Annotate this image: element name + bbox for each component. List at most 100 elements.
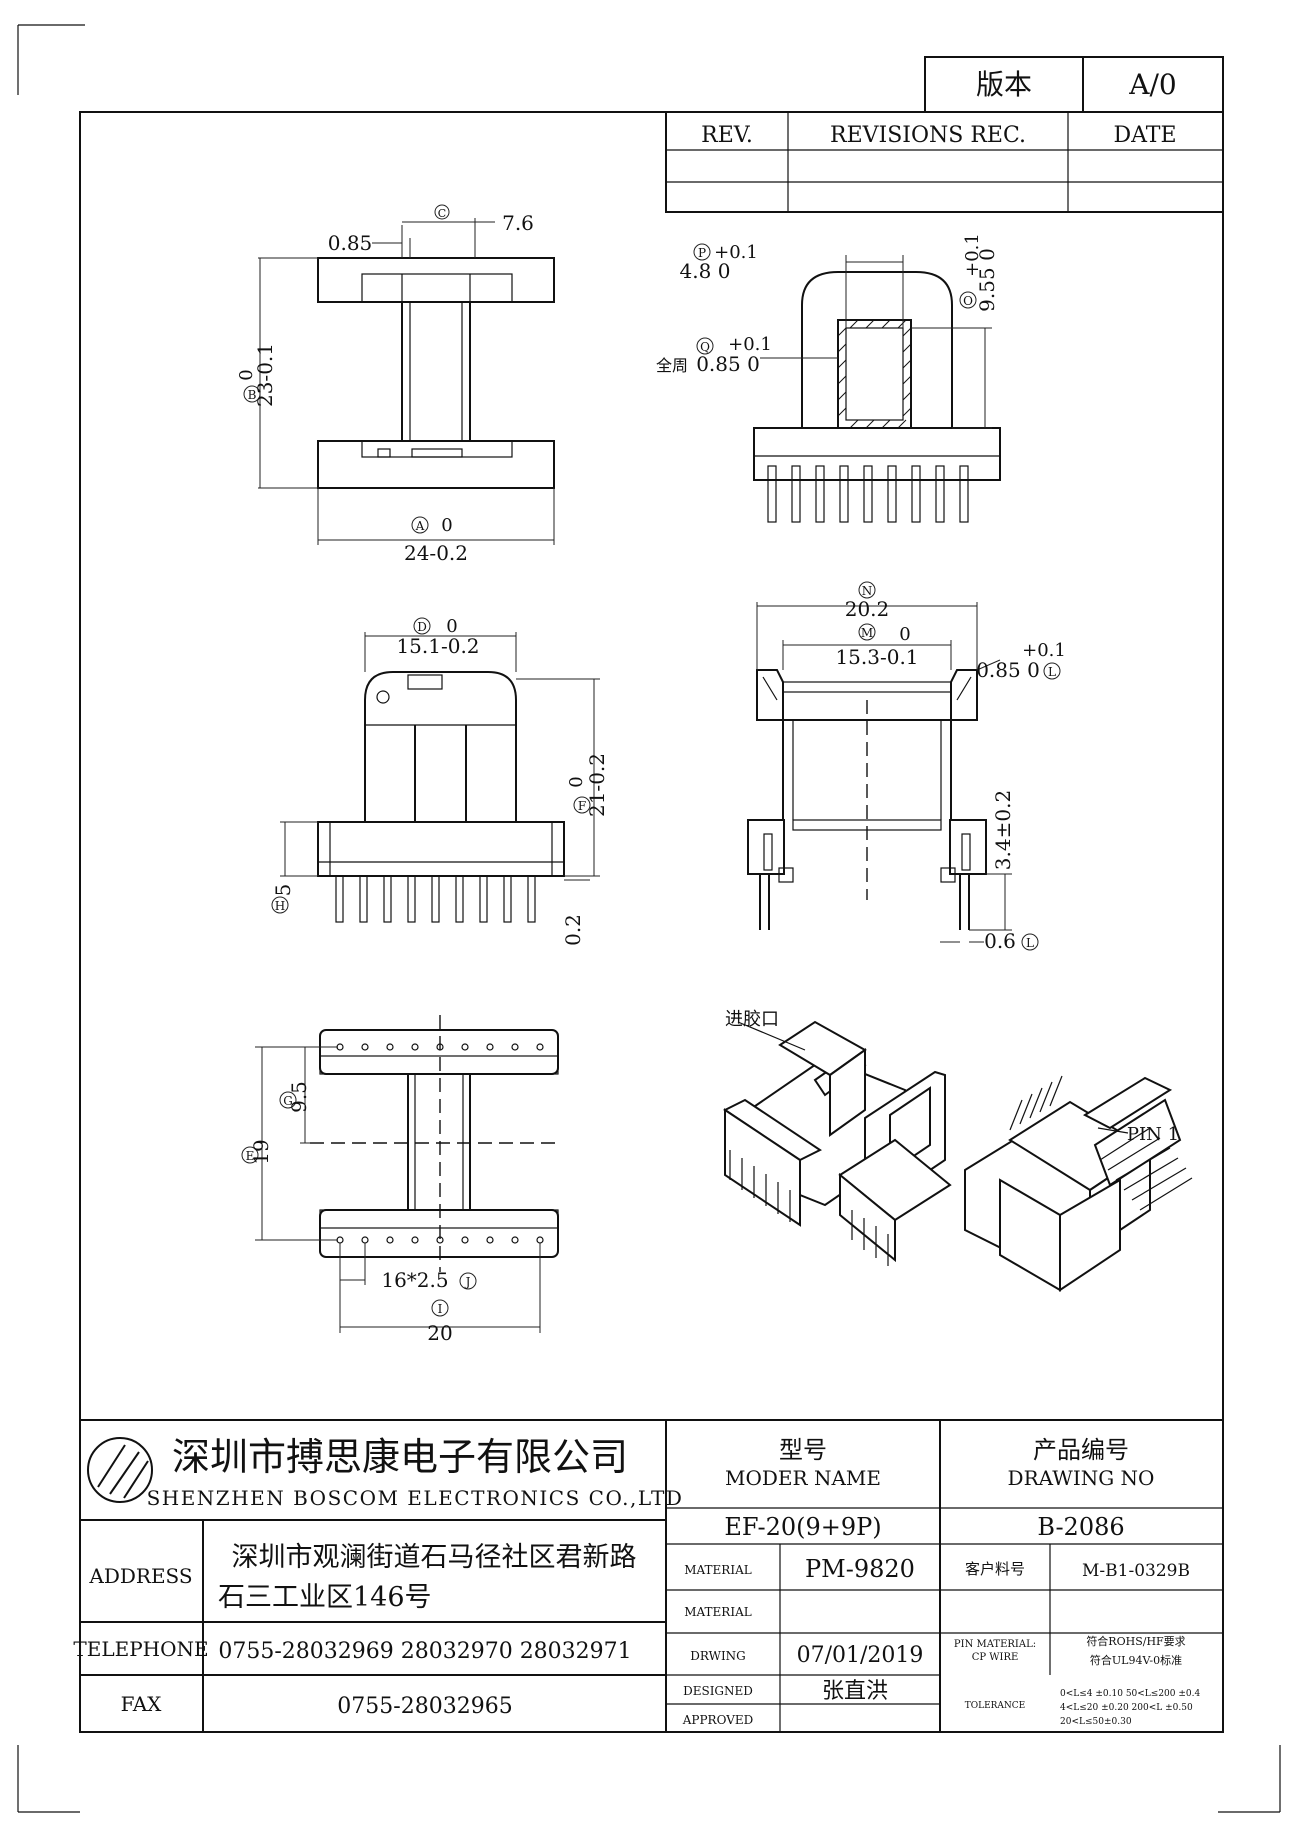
company-name-cn: 深圳市搏思康电子有限公司 bbox=[172, 1435, 628, 1479]
dim-i-symbol: I bbox=[438, 1302, 443, 1316]
dim-n-symbol: N bbox=[862, 584, 873, 598]
top-view: C 7.6 0.85 B 0 23-0.1 A 0 24-0.2 bbox=[236, 204, 555, 565]
drawing-value: B-2086 bbox=[1037, 1513, 1124, 1541]
dim-06: 0.6 bbox=[984, 929, 1016, 953]
fax-value: 0755-28032965 bbox=[337, 1694, 512, 1719]
dim-b-value: 23-0.1 bbox=[253, 343, 277, 407]
material2-label: MATERIAL bbox=[684, 1605, 752, 1619]
tolerance-3: 20<L≤50±0.30 bbox=[1060, 1717, 1132, 1727]
dim-e-symbol: E bbox=[246, 1149, 255, 1163]
dim-c-symbol: C bbox=[438, 207, 446, 220]
dim-o-symbol: O bbox=[963, 294, 973, 308]
company-name-en: SHENZHEN BOSCOM ELECTRONICS CO.,LTD bbox=[147, 1486, 684, 1510]
dim-q-symbol: Q bbox=[700, 340, 710, 354]
dim-l-symbol: L bbox=[1048, 665, 1056, 679]
revisions-table: REV. REVISIONS REC. DATE bbox=[665, 111, 1224, 213]
dim-q-value: 0.85 0 bbox=[696, 352, 760, 376]
rev-header: REV. bbox=[701, 123, 753, 148]
drwing-label: DRWING bbox=[690, 1649, 746, 1663]
address-label: ADDRESS bbox=[88, 1564, 192, 1588]
dim-06-symbol: L bbox=[1026, 936, 1034, 950]
iso-pins-right bbox=[1009, 1075, 1193, 1211]
designed-label: DESIGNED bbox=[683, 1684, 753, 1698]
window-hatch bbox=[837, 319, 912, 429]
dim-f-tol: 0 bbox=[566, 776, 587, 787]
iso-pins-left bbox=[729, 1150, 889, 1266]
dim-o-value: 9.55 0 bbox=[975, 248, 999, 312]
model-en: MODER NAME bbox=[725, 1466, 881, 1490]
front-view: D 0 15.1-0.2 F 0 21-0.2 H 5 0.2 bbox=[271, 616, 609, 946]
dim-d-value: 15.1-0.2 bbox=[396, 634, 479, 658]
dim-f-value: 21-0.2 bbox=[585, 753, 609, 817]
dim-02: 0.2 bbox=[561, 914, 585, 946]
dim-b-tol: 0 bbox=[236, 369, 257, 380]
pins-front bbox=[335, 875, 536, 923]
pin-holes-top bbox=[336, 1043, 544, 1051]
pin-material-value-2: 符合UL94V-0标准 bbox=[1090, 1653, 1182, 1667]
telephone-value: 0755-28032969 28032970 28032971 bbox=[218, 1639, 631, 1664]
dim-n-value: 20.2 bbox=[845, 597, 890, 621]
company-logo bbox=[87, 1437, 153, 1503]
isometric-view-right: PIN 1 bbox=[964, 1075, 1193, 1292]
dim-p-tol: +0.1 bbox=[714, 242, 758, 263]
dim-o-tol: +0.1 bbox=[962, 233, 983, 277]
dim-l-tol: +0.1 bbox=[1022, 640, 1066, 661]
drawing-cn: 产品编号 bbox=[1033, 1436, 1129, 1464]
dim-e-value: 19 bbox=[249, 1139, 273, 1164]
dim-pitch: 16*2.5 bbox=[381, 1268, 448, 1292]
bottom-view: G 9.5 E 19 16*2.5 J I 20 bbox=[241, 1015, 560, 1345]
drwing-value: 07/01/2019 bbox=[797, 1643, 924, 1668]
dim-l-value: 0.85 0 bbox=[976, 658, 1040, 682]
customer-label: 客户料号 bbox=[965, 1560, 1025, 1578]
corner-marks bbox=[17, 24, 1281, 1813]
dim-b-symbol: B bbox=[248, 388, 257, 402]
dim-d-tol: 0 bbox=[446, 616, 457, 637]
date-header: DATE bbox=[1113, 123, 1176, 148]
dim-f-symbol: F bbox=[578, 799, 586, 813]
designed-value: 张直洪 bbox=[822, 1679, 888, 1704]
title-block: 深圳市搏思康电子有限公司 SHENZHEN BOSCOM ELECTRONICS… bbox=[73, 1419, 1223, 1732]
dim-34: 3.4±0.2 bbox=[991, 790, 1015, 870]
drawing-en: DRAWING NO bbox=[1008, 1466, 1155, 1490]
gate-label: 进胶口 bbox=[725, 1009, 779, 1030]
address-line1: 深圳市观澜街道石马径社区君新路 bbox=[232, 1542, 637, 1573]
isometric-view-left: 进胶口 bbox=[723, 1009, 952, 1266]
dim-a-value: 24-0.2 bbox=[404, 541, 468, 565]
dim-a-tol: 0 bbox=[441, 515, 452, 536]
material-label: MATERIAL bbox=[684, 1563, 752, 1577]
pin-material-value-1: 符合ROHS/HF要求 bbox=[1086, 1634, 1185, 1648]
rec-header: REVISIONS REC. bbox=[830, 123, 1026, 148]
tolerance-2: 4<L≤20 ±0.20 200<L ±0.50 bbox=[1060, 1703, 1193, 1713]
dim-q-prefix: 全周 bbox=[656, 356, 688, 375]
model-cn: 型号 bbox=[779, 1436, 827, 1464]
dim-m-symbol: M bbox=[861, 626, 873, 640]
dim-q-tol: +0.1 bbox=[728, 334, 772, 355]
sheet-border bbox=[79, 111, 1224, 1733]
pin1-label: PIN 1 bbox=[1127, 1124, 1179, 1145]
pin-material-label-1: PIN MATERIAL: bbox=[954, 1639, 1036, 1650]
dim-m-value: 15.3-0.1 bbox=[835, 645, 918, 669]
tolerance-label: TOLERANCE bbox=[965, 1701, 1026, 1711]
dim-c-value: 7.6 bbox=[502, 211, 534, 235]
dim-m-tol: 0 bbox=[899, 624, 910, 645]
dim-pitch-symbol: J bbox=[464, 1275, 471, 1289]
pins-right-top bbox=[767, 465, 969, 523]
dim-g-symbol: G bbox=[283, 1094, 293, 1108]
tolerance-1: 0<L≤4 ±0.10 50<L≤200 ±0.4 bbox=[1060, 1689, 1200, 1699]
dim-h-symbol: H bbox=[275, 899, 285, 913]
section-view: N 20.2 M 0 15.3-0.1 +0.1 0.85 0 L 3.4±0.… bbox=[747, 581, 1066, 953]
model-value: EF-20(9+9P) bbox=[724, 1513, 881, 1541]
version-label: 版本 bbox=[976, 68, 1032, 101]
fax-label: FAX bbox=[121, 1692, 163, 1716]
dim-d-symbol: D bbox=[417, 620, 427, 634]
side-view-window: P +0.1 4.8 0 O +0.1 9.55 0 Q +0.1 全周 0.8… bbox=[656, 233, 1001, 523]
version-box: 版本 A/0 bbox=[924, 56, 1224, 113]
version-value: A/0 bbox=[1128, 68, 1176, 101]
address-line2: 石三工业区146号 bbox=[218, 1582, 432, 1613]
dim-085: 0.85 bbox=[328, 231, 373, 255]
dim-p-value: 4.8 0 bbox=[680, 259, 731, 283]
customer-value: M-B1-0329B bbox=[1082, 1561, 1190, 1581]
dim-g-value: 9.5 bbox=[287, 1081, 311, 1113]
telephone-label: TELEPHONE bbox=[73, 1637, 208, 1661]
